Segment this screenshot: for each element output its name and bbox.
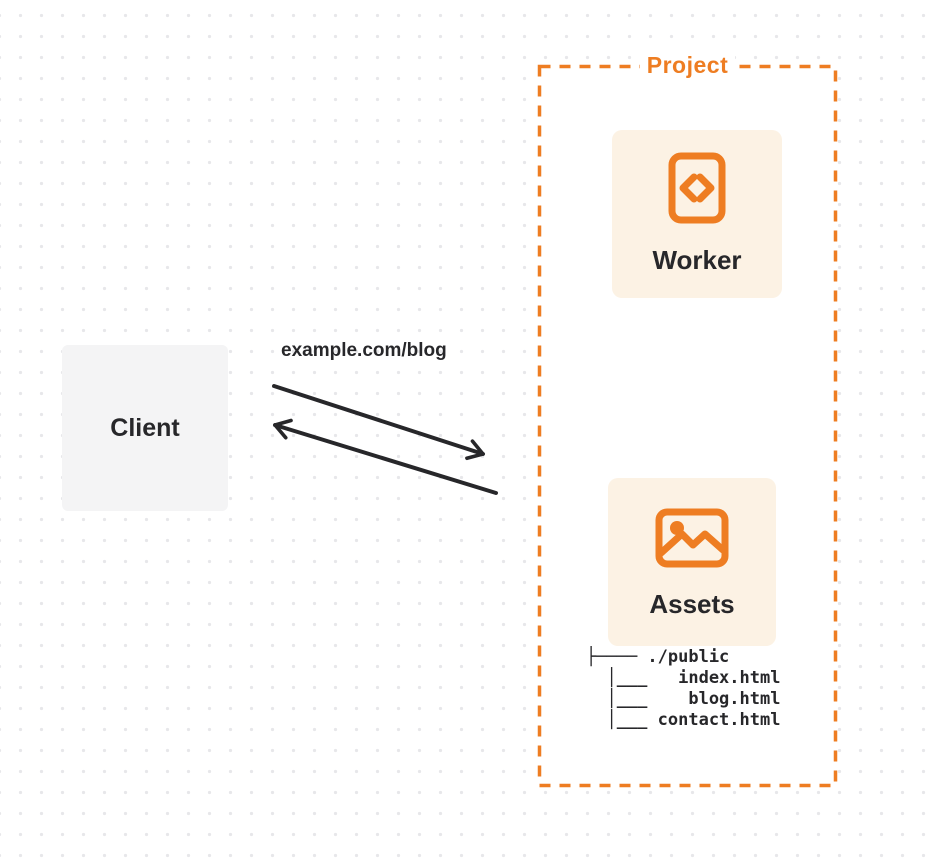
request-arrow	[272, 384, 485, 461]
assets-label: Assets	[649, 589, 735, 619]
assets-node: Assets	[608, 478, 776, 646]
project-group: Project	[538, 52, 837, 78]
request-url-label: example.com/blog	[281, 340, 447, 361]
assets-file-tree: ├──── ./public │___ index.html │___ blog…	[586, 647, 780, 731]
response-arrow	[273, 418, 498, 495]
code-file-icon	[668, 152, 726, 229]
project-title: Project	[639, 52, 736, 78]
worker-label: Worker	[652, 245, 742, 275]
client-label: Client	[110, 413, 180, 442]
worker-node: Worker	[612, 130, 782, 298]
file-tree-item: │___ blog.html	[586, 689, 781, 709]
file-tree-root: ├──── ./public	[586, 647, 730, 667]
client-node: Client	[62, 345, 228, 511]
file-tree-item: │___ index.html	[586, 668, 781, 688]
file-tree-item: │___ contact.html	[586, 710, 781, 730]
image-icon	[655, 508, 729, 573]
